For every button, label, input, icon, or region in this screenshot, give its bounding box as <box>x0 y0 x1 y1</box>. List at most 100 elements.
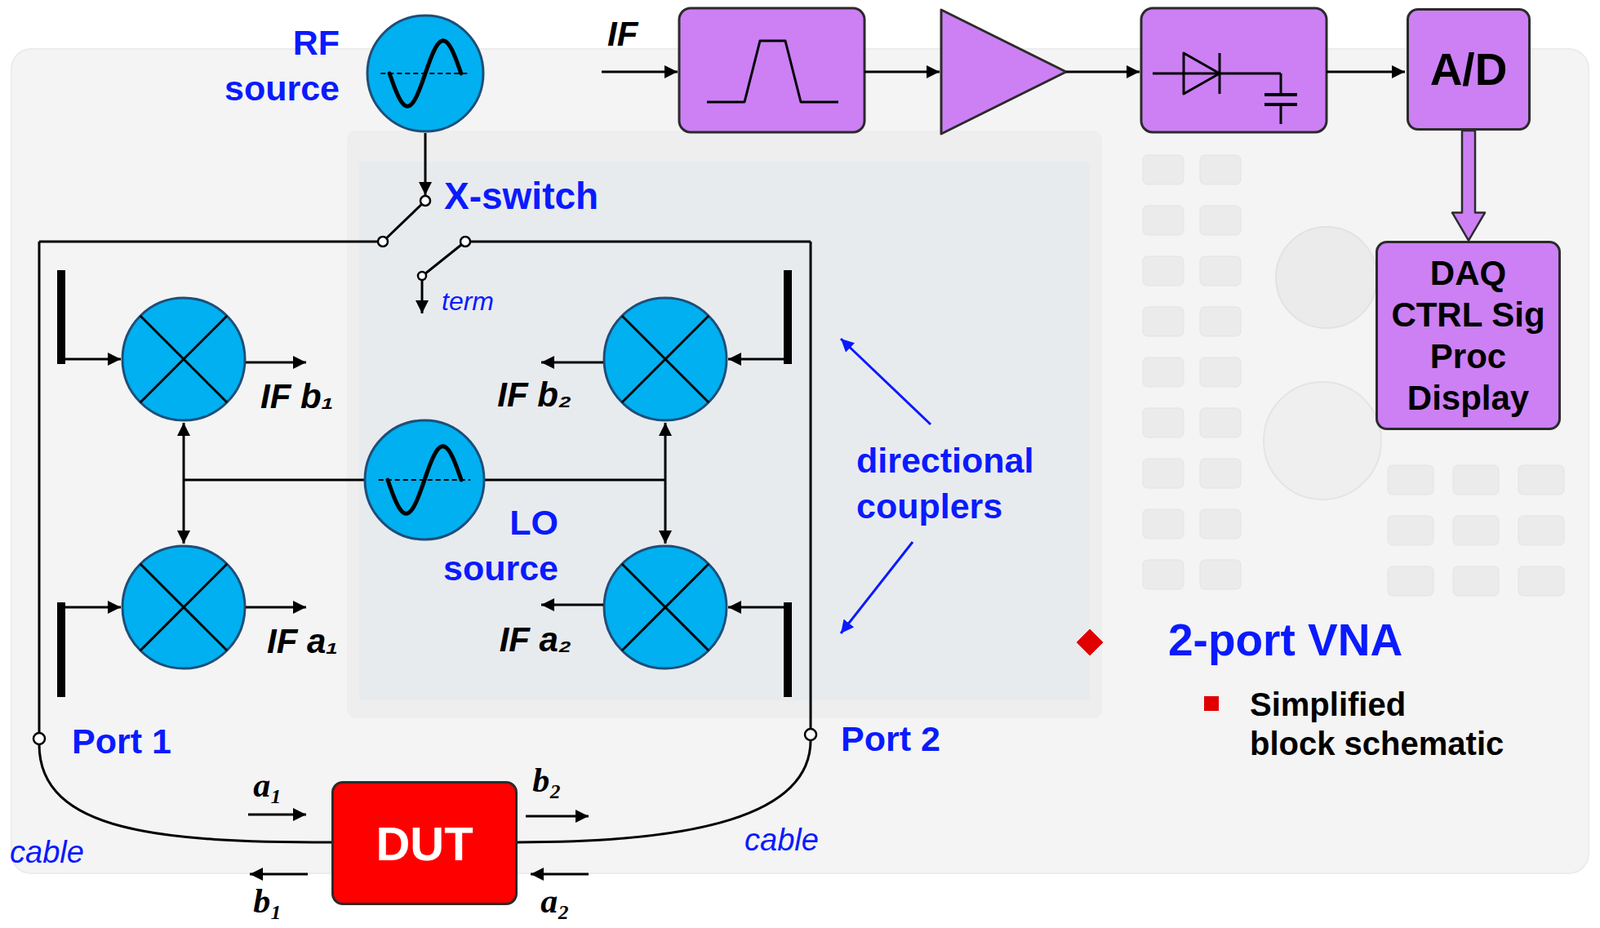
panel-button <box>1142 560 1184 590</box>
oscillator-symbol <box>365 13 485 134</box>
wire <box>809 241 813 729</box>
wave-symbol: b₁ <box>253 880 283 922</box>
wire <box>783 602 792 698</box>
panel-button <box>1142 306 1184 337</box>
instrument-body <box>11 48 1589 874</box>
bullet-square <box>1204 696 1219 712</box>
wire <box>465 240 811 244</box>
panel-button <box>1518 515 1565 546</box>
amplifier-symbol <box>941 9 1067 134</box>
wire <box>249 873 308 876</box>
wire <box>61 358 121 361</box>
signal-name: IF a₁ <box>266 621 338 663</box>
adc-box: A/D <box>1406 8 1531 131</box>
wire <box>728 606 788 609</box>
data-bus-arrow <box>1452 130 1485 241</box>
wire <box>541 604 604 607</box>
wire <box>245 361 307 365</box>
wire <box>541 361 604 365</box>
source-circle <box>367 15 484 132</box>
cable-label: cable <box>9 834 85 872</box>
panel-button <box>1200 256 1241 286</box>
capacitor-symbol <box>1280 73 1283 95</box>
bullet-diamond <box>1076 629 1103 656</box>
mixer-cross <box>622 564 709 651</box>
mixer-cross <box>622 315 709 403</box>
wire <box>182 422 186 544</box>
wave-symbol: a₂ <box>540 880 570 922</box>
port-connector <box>33 733 45 745</box>
wire <box>38 241 41 734</box>
sine-wave <box>387 446 462 515</box>
callout-text: directional couplers <box>856 437 1034 529</box>
mixer-cross <box>140 564 227 651</box>
wire <box>728 358 788 361</box>
knob <box>1275 226 1378 329</box>
sine-wave <box>389 40 462 107</box>
screen <box>359 161 1090 701</box>
mixer-cross <box>140 315 227 403</box>
mixer-symbol <box>122 297 245 421</box>
screen-bezel <box>346 130 1103 719</box>
panel-button <box>1453 465 1499 495</box>
panel-button <box>1142 357 1184 387</box>
wave-symbol: b₂ <box>532 760 562 801</box>
switch-contact <box>460 236 471 247</box>
bandpass-filter <box>679 8 865 133</box>
mixer-symbol <box>122 546 245 669</box>
box-text: A/D <box>1430 43 1508 96</box>
wire <box>1326 71 1405 74</box>
wire <box>530 873 589 876</box>
slide-heading: 2-port VNA <box>1168 613 1403 667</box>
panel-button <box>1142 256 1184 286</box>
detector-box <box>1141 8 1327 133</box>
termination-label: term <box>441 285 494 317</box>
box-text: DAQ CTRL Sig Proc Display <box>1388 252 1548 420</box>
wire <box>57 270 66 365</box>
panel-button <box>1387 465 1434 495</box>
panel-button <box>1200 306 1241 337</box>
wire <box>783 270 792 365</box>
mixer-symbol <box>604 297 727 421</box>
panel-button <box>1142 509 1184 539</box>
port-label: Port 1 <box>71 720 172 764</box>
switch-contact <box>420 195 431 206</box>
dut-box: DUT <box>331 781 518 906</box>
switch-blade <box>424 241 466 275</box>
wave-symbol: a₁ <box>253 764 283 806</box>
panel-button <box>1200 205 1241 236</box>
wire <box>245 606 307 609</box>
mixer-cross <box>622 564 709 651</box>
filter-symbol <box>706 40 839 103</box>
wire <box>57 602 66 698</box>
panel-button <box>1387 515 1434 546</box>
rf-source: RF source <box>365 13 485 134</box>
signal-name: IF b₁ <box>260 376 334 418</box>
wire <box>664 422 667 544</box>
signal-name: IF <box>607 13 638 55</box>
panel-button <box>1518 465 1565 495</box>
wire <box>424 133 427 196</box>
mixer-cross <box>140 315 227 403</box>
box-text: DUT <box>375 816 473 872</box>
navigation-pad <box>1263 382 1382 500</box>
source-label: RF source <box>224 19 340 112</box>
mixer-cross <box>140 564 227 651</box>
mixer-symbol <box>604 546 727 669</box>
signal-name: IF a₂ <box>499 619 572 661</box>
panel-button <box>1200 357 1241 387</box>
port-label: Port 2 <box>840 718 941 761</box>
wire <box>61 606 121 609</box>
wire <box>864 71 940 74</box>
capacitor-symbol <box>1264 93 1298 97</box>
lo-source: LO source <box>363 418 486 542</box>
panel-button <box>1387 566 1434 596</box>
diode-symbol <box>1218 53 1222 94</box>
leader-line <box>840 338 931 425</box>
wire <box>601 71 678 74</box>
panel-button <box>1200 408 1241 438</box>
panel-button <box>1200 155 1241 185</box>
switch-contact <box>417 271 427 280</box>
